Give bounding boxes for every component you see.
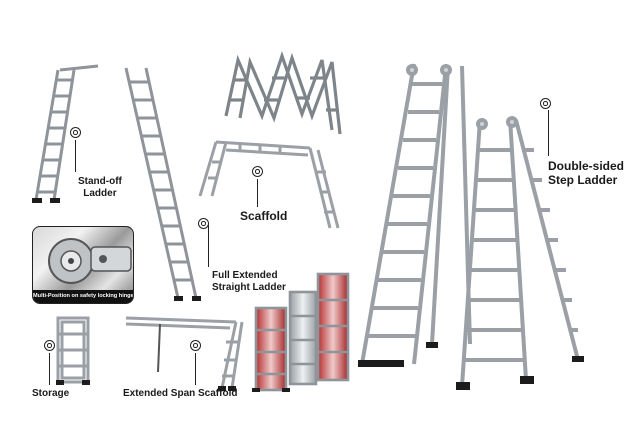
standoff-ladder <box>32 64 99 203</box>
hinge-photo <box>48 238 132 284</box>
standoff-label-line2: Ladder <box>83 187 117 199</box>
double-sided-step-ladder <box>358 63 584 390</box>
straight-ladder <box>124 67 201 301</box>
standoff-ladder-label: Stand-off Ladder <box>78 176 122 199</box>
leader-line <box>195 353 196 385</box>
leader-line <box>208 225 209 267</box>
circle-marker-icon <box>70 127 81 138</box>
hinge-inset-photo: Multi-Position on safety locking hinges <box>32 226 134 304</box>
scaffold-label: Scaffold <box>240 209 288 223</box>
folded-ladders-group <box>252 272 350 392</box>
leader-line <box>49 353 50 385</box>
folded-zigzag-ladder <box>224 51 342 135</box>
storage-ladder <box>56 316 90 385</box>
circle-marker-icon <box>44 340 55 351</box>
double-label-line2: Step Ladder <box>548 172 618 187</box>
double-label-line1: Double-sided <box>548 159 625 173</box>
double-sided-label: Double-sided Step Ladder <box>548 159 625 188</box>
hinge-caption: Multi-Position on safety locking hinges <box>33 290 133 303</box>
extended-span-scaffold <box>125 316 244 391</box>
circle-marker-icon <box>540 98 551 109</box>
leader-line <box>548 110 549 156</box>
leader-line <box>75 140 76 172</box>
straight-ladder-label: Full Extended Straight Ladder <box>212 270 286 293</box>
storage-label: Storage <box>32 388 70 399</box>
circle-marker-icon <box>198 218 209 229</box>
scaffold-ladder <box>198 140 340 229</box>
circle-marker-icon <box>252 166 263 177</box>
full-label-line2: Straight Ladder <box>212 281 286 293</box>
span-scaffold-label: Extended Span Scaffold <box>123 388 238 399</box>
circle-marker-icon <box>190 340 201 351</box>
standoff-label-line1: Stand-off <box>78 176 122 187</box>
full-label-line1: Full Extended <box>212 270 278 281</box>
leader-line <box>257 179 258 207</box>
